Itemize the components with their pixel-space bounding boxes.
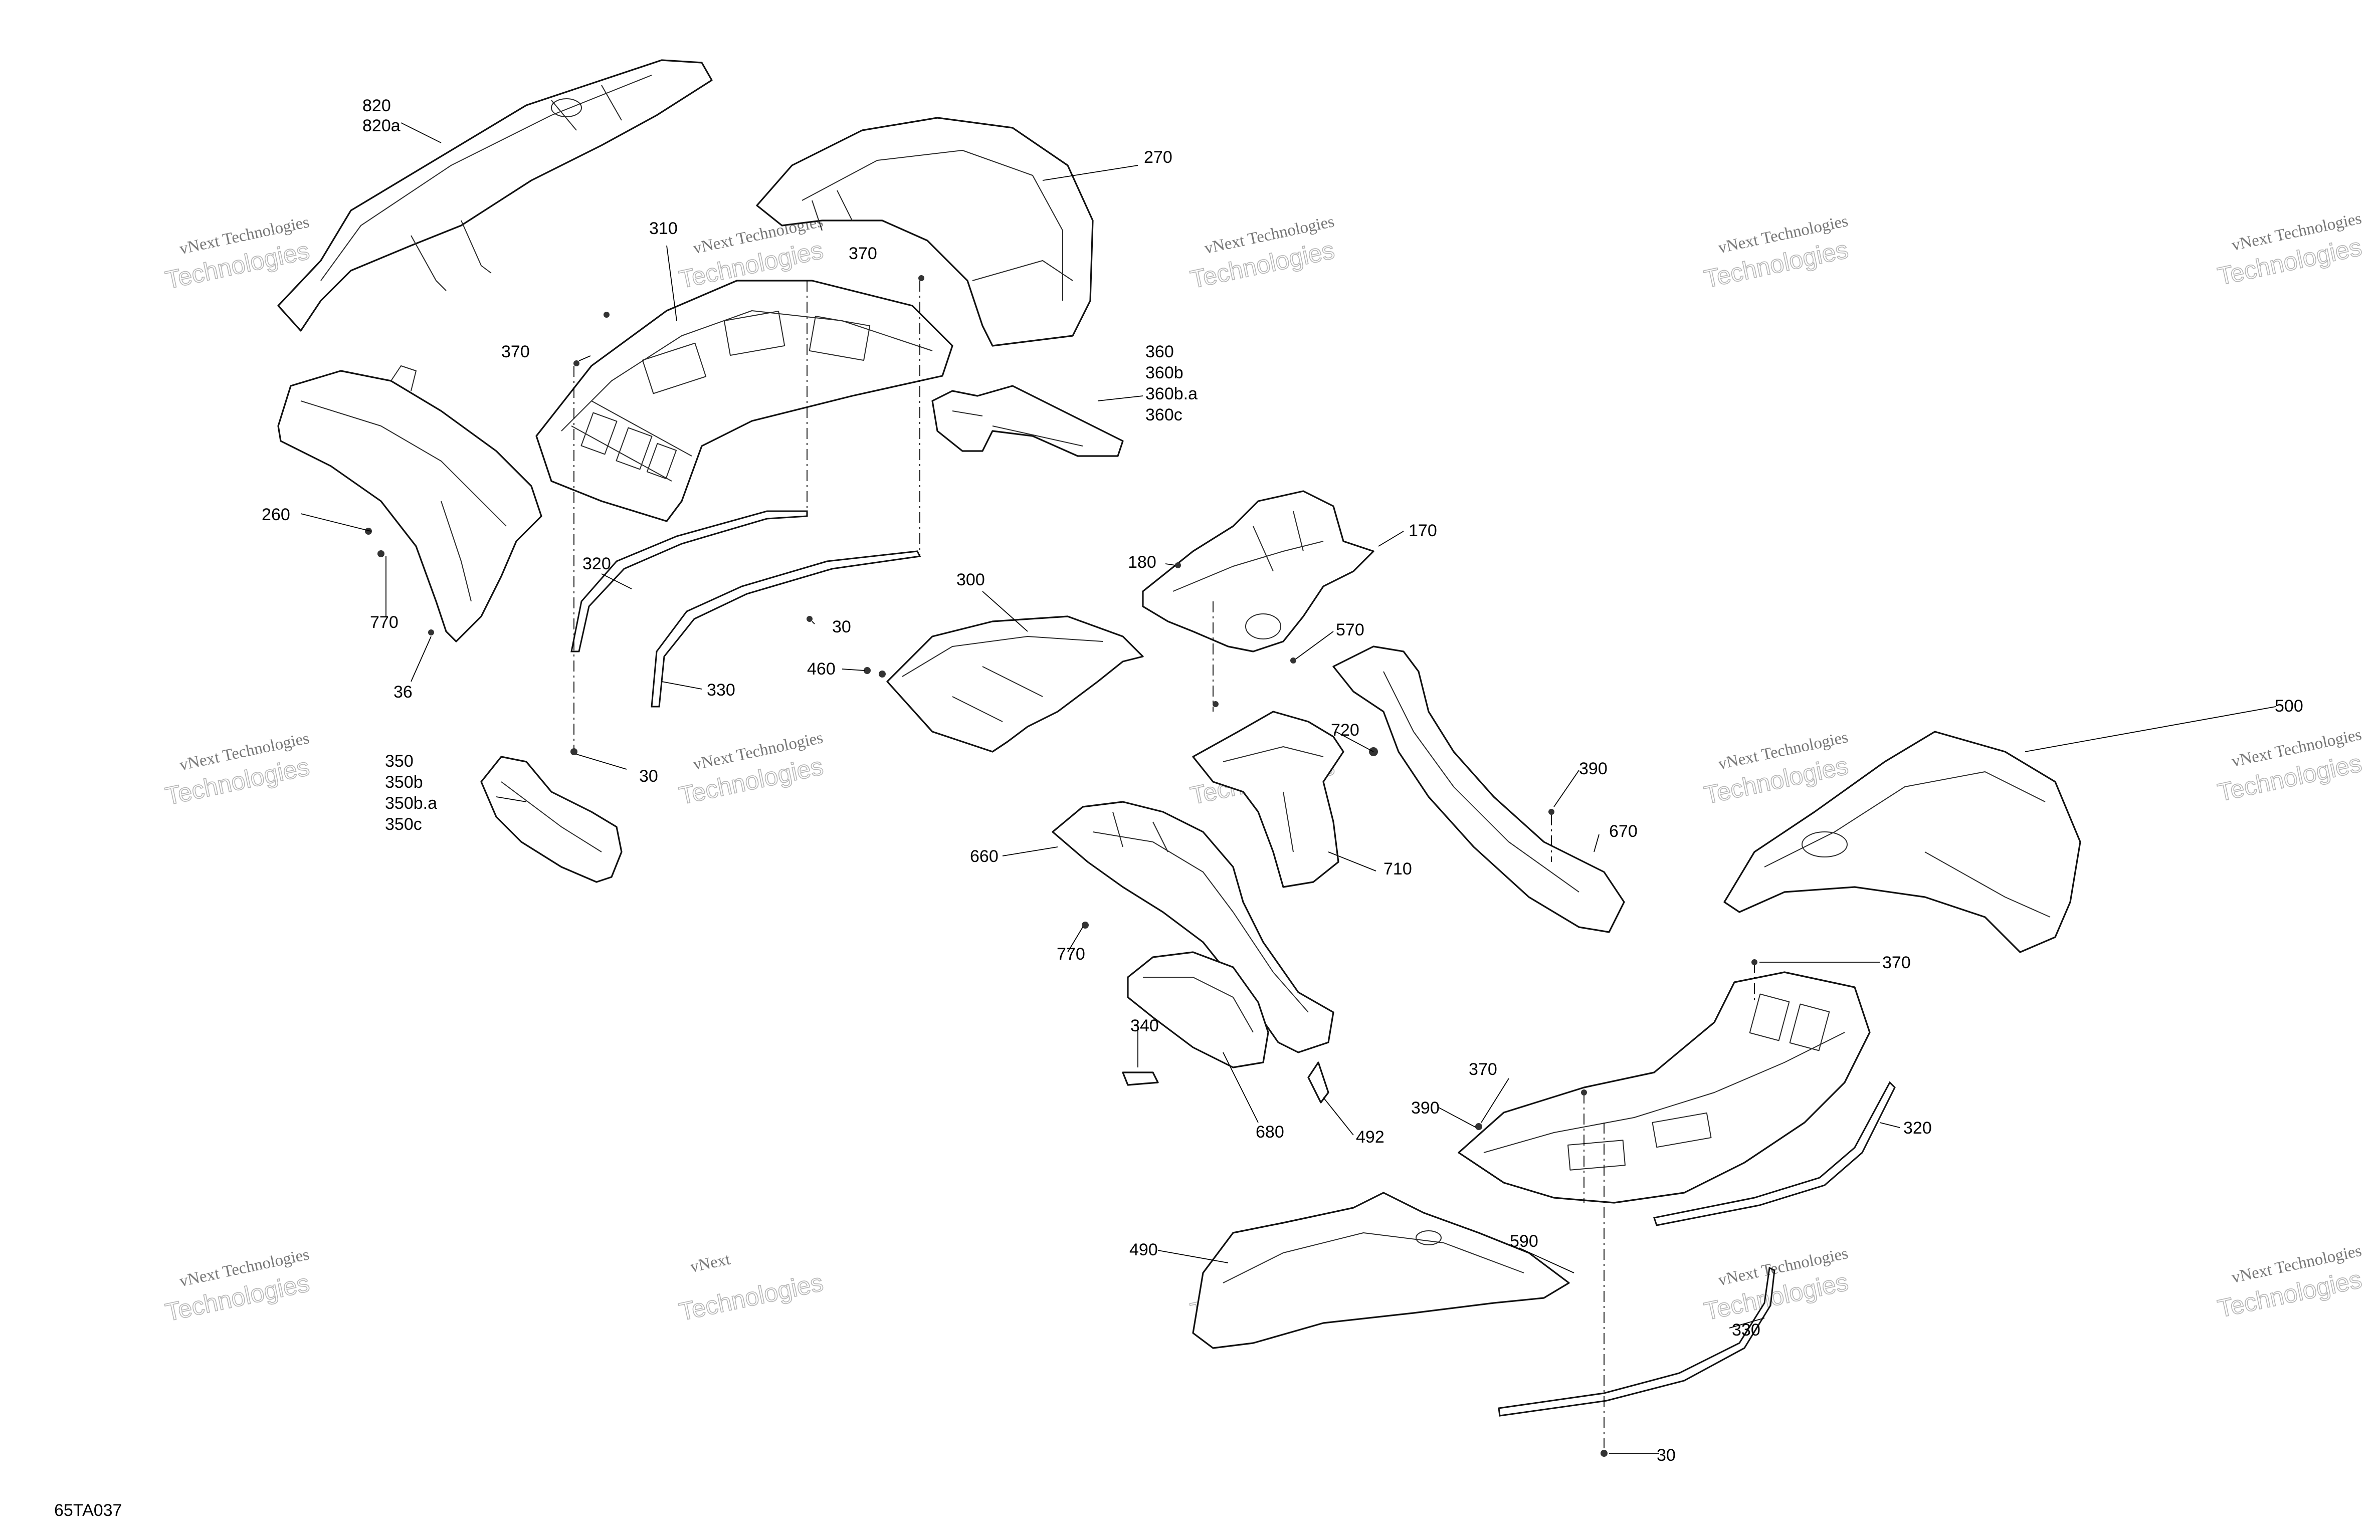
callout-36: 36 (393, 683, 413, 702)
callout-670: 670 (1609, 822, 1638, 841)
drawing-code: 65TA037 (54, 1501, 122, 1520)
part-660-side-panel (1052, 801, 1334, 1053)
watermark-9: vNext Technologies Technologies (1701, 728, 1851, 810)
callout-170: 170 (1409, 521, 1437, 540)
callout-460: 460 (807, 659, 836, 679)
watermark-11: vNext Technologies Technologies (162, 1245, 312, 1327)
callout-390-upper: 390 (1579, 759, 1608, 778)
part-820-front-bumper (277, 59, 713, 332)
callout-350: 350 (385, 752, 414, 771)
callout-350c: 350c (385, 815, 422, 834)
part-670-frame-panel (1332, 645, 1625, 933)
part-260-left-fender (277, 365, 542, 642)
part-270-front-hood (756, 117, 1094, 347)
part-492-strap (1307, 1061, 1329, 1104)
callout-500: 500 (2275, 697, 2303, 716)
part-330-right-rail (1498, 1266, 1775, 1417)
callout-770-left: 770 (370, 613, 399, 632)
callout-310: 310 (649, 219, 678, 238)
callout-370-right: 370 (1882, 953, 1911, 972)
watermark-6: vNext Technologies Technologies (162, 729, 312, 811)
callout-820a: 820a (362, 116, 401, 135)
fasteners (365, 275, 1757, 1457)
svg-text:Technologies: Technologies (677, 1268, 826, 1326)
part-320-left-rail (570, 510, 808, 652)
watermark-3: vNext Technologies Technologies (1187, 212, 1337, 294)
callout-570: 570 (1336, 620, 1364, 639)
watermark-15: vNext Technologies Technologies (2215, 1242, 2364, 1324)
callout-660: 660 (970, 847, 999, 866)
watermark-7: vNext Technologies Technologies (676, 729, 826, 810)
callout-360c: 360c (1145, 405, 1182, 424)
callout-320-right: 320 (1903, 1119, 1932, 1138)
callout-360b: 360b (1145, 363, 1183, 382)
callout-710: 710 (1383, 859, 1412, 878)
part-360-bracket (931, 385, 1124, 457)
callout-260: 260 (262, 505, 290, 524)
part-500-rear-fender (1723, 731, 2081, 953)
callout-720: 720 (1331, 721, 1359, 740)
callout-770-mid: 770 (1057, 945, 1085, 964)
callout-30-left: 30 (639, 767, 658, 786)
callout-30-right: 30 (1657, 1446, 1676, 1465)
callout-370-lower: 370 (1469, 1060, 1497, 1079)
part-170-console (1142, 490, 1374, 652)
callout-360b-a: 360b.a (1145, 384, 1198, 403)
callout-390-lower: 390 (1411, 1098, 1440, 1118)
callout-340: 340 (1130, 1016, 1159, 1035)
part-rear-rack (1458, 971, 1871, 1204)
callout-350b: 350b (385, 773, 423, 792)
callout-360: 360 (1145, 342, 1174, 361)
callout-590: 590 (1510, 1232, 1538, 1251)
part-490-rear-panel (1192, 1192, 1570, 1349)
callout-330-right: 330 (1732, 1321, 1760, 1340)
callout-180: 180 (1128, 553, 1156, 572)
part-310-front-rack (535, 280, 953, 522)
callout-820: 820 (362, 96, 391, 115)
callout-300: 300 (956, 570, 985, 589)
watermark-1: vNext Technologies Technologies (162, 213, 312, 295)
watermark-10: vNext Technologies Technologies (2215, 726, 2364, 807)
part-330-left-rail (651, 550, 921, 708)
watermark-5: vNext Technologies Technologies (2215, 209, 2364, 291)
callout-350b-a: 350b.a (385, 794, 437, 813)
callout-680: 680 (1256, 1123, 1284, 1142)
assembly-lines (573, 281, 1755, 1448)
callout-370-top: 370 (849, 244, 877, 263)
leader-lines (300, 122, 2276, 1454)
callout-30-mid: 30 (832, 617, 851, 636)
svg-text:vNext: vNext (689, 1250, 732, 1276)
callout-370-left: 370 (501, 342, 530, 361)
watermark-14: vNext Technologies Technologies (1701, 1244, 1851, 1326)
part-340-bracket (1122, 1071, 1159, 1086)
part-300-front-panel (886, 615, 1144, 753)
part-680-lower-fender (1127, 951, 1269, 1068)
callout-490: 490 (1129, 1240, 1158, 1259)
part-320-right-rail (1653, 1081, 1896, 1226)
callout-270: 270 (1144, 148, 1172, 167)
callout-320-left: 320 (582, 554, 611, 573)
callout-330-left: 330 (707, 681, 735, 700)
part-710-dash-piece (1192, 711, 1344, 888)
callout-492: 492 (1356, 1128, 1384, 1147)
watermark-4: vNext Technologies Technologies (1701, 212, 1851, 294)
callout-labels: 820 820a 270 310 370 370 360 360b 360b.a… (262, 96, 2303, 1465)
part-350-bracket (480, 756, 623, 883)
watermark-12: vNext Technologies (676, 1250, 826, 1327)
